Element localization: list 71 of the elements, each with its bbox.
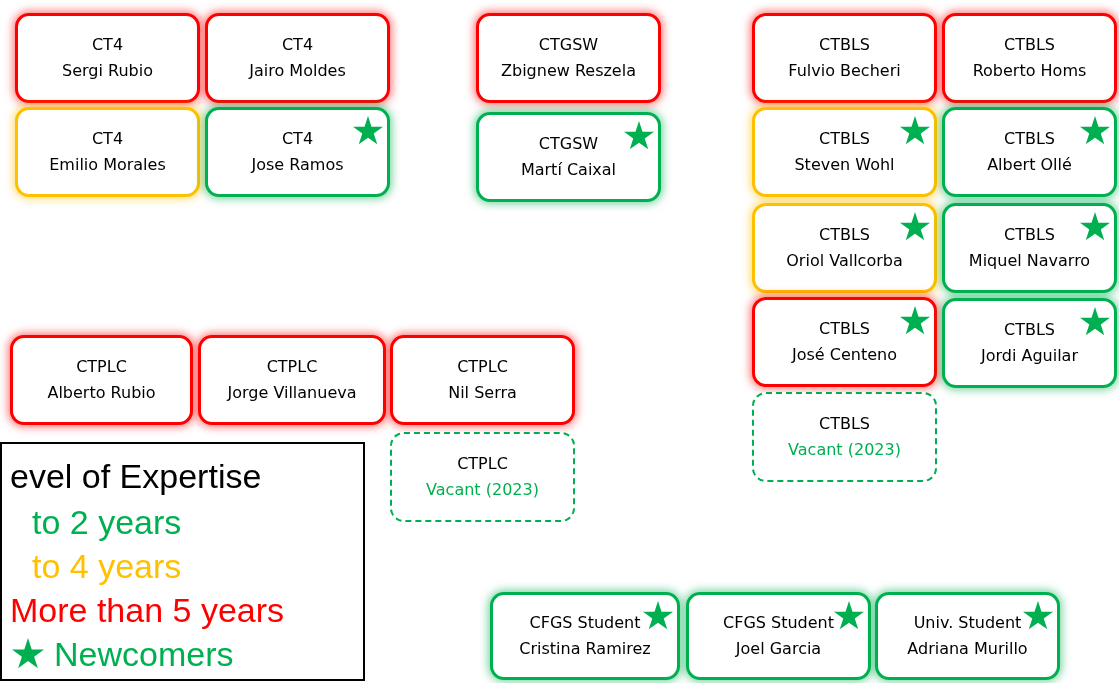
role-text: Univ. Student — [913, 612, 1022, 634]
role-text: CT4 — [91, 128, 124, 150]
name-text: Jairo Moldes — [249, 60, 346, 82]
name-text: Zbignew Reszela — [501, 60, 636, 82]
person-card — [942, 203, 1117, 293]
person-card — [205, 13, 390, 103]
role-text: CTPLC — [457, 356, 508, 378]
person-card — [490, 592, 680, 680]
vacant-position-card — [752, 392, 937, 482]
name-text: Steven Wohl — [794, 154, 895, 176]
vacancy-text: Vacant (2023) — [788, 439, 901, 461]
legend-entry: to 4 years — [32, 546, 182, 586]
person-card — [390, 335, 575, 425]
person-card — [875, 592, 1060, 680]
name-text: Martí Caixal — [520, 159, 617, 181]
role-text: CTBLS — [819, 413, 870, 435]
role-text: CTBLS — [1004, 34, 1055, 56]
name-text: Adriana Murillo — [907, 638, 1028, 660]
name-text: José Centeno — [792, 344, 897, 366]
name-text: Oriol Vallcorba — [786, 250, 903, 272]
person-card — [476, 112, 661, 202]
legend-entry: to 2 years — [32, 502, 182, 542]
person-card — [752, 203, 937, 293]
name-text: Emilio Morales — [49, 154, 166, 176]
name-text: Cristina Ramirez — [519, 638, 651, 660]
name-text: Sergi Rubio — [62, 60, 153, 82]
role-text: CT4 — [281, 34, 314, 56]
role-text: CT4 — [281, 128, 314, 150]
legend-entry: More than 5 years — [10, 590, 285, 630]
name-text: Joel Garcia — [735, 638, 822, 660]
person-card — [10, 335, 193, 425]
role-text: CTBLS — [1004, 224, 1055, 246]
person-card — [15, 13, 200, 103]
role-text: CTBLS — [819, 318, 870, 340]
role-text: CFGS Student — [529, 612, 641, 634]
vacancy-text: Vacant (2023) — [426, 479, 539, 501]
role-text: CTBLS — [819, 128, 870, 150]
name-text: Jordi Aguilar — [981, 345, 1078, 367]
person-card — [752, 107, 937, 197]
person-card — [686, 592, 871, 680]
name-text: Miquel Navarro — [968, 250, 1091, 272]
name-text: Jose Ramos — [251, 154, 344, 176]
person-card — [752, 297, 937, 387]
person-card — [205, 107, 390, 197]
role-text: CTGSW — [538, 133, 599, 155]
role-text: CTGSW — [538, 34, 599, 56]
legend-title: evel of Expertise — [10, 456, 262, 496]
role-text: CTBLS — [1004, 319, 1055, 341]
role-text: CTPLC — [457, 453, 508, 475]
role-text: CFGS Student — [723, 612, 834, 634]
vacant-position-card — [390, 432, 575, 522]
name-text: Albert Ollé — [987, 154, 1072, 176]
role-text: CTBLS — [1004, 128, 1055, 150]
person-card — [476, 13, 661, 103]
role-text: CT4 — [91, 34, 124, 56]
person-card — [15, 107, 200, 197]
person-card — [752, 13, 937, 103]
person-card — [942, 13, 1117, 103]
role-text: CTBLS — [819, 224, 870, 246]
name-text: Alberto Rubio — [47, 382, 156, 404]
role-text: CTBLS — [819, 34, 870, 56]
name-text: Jorge Villanueva — [227, 382, 357, 404]
role-text: CTPLC — [266, 356, 318, 378]
person-card — [942, 107, 1117, 197]
role-text: CTPLC — [76, 356, 127, 378]
name-text: Roberto Homs — [972, 60, 1087, 82]
person-card — [198, 335, 386, 425]
person-card — [942, 298, 1117, 388]
legend-entry: Newcomers — [54, 634, 234, 674]
name-text: Nil Serra — [448, 382, 517, 404]
name-text: Fulvio Becheri — [788, 60, 901, 82]
